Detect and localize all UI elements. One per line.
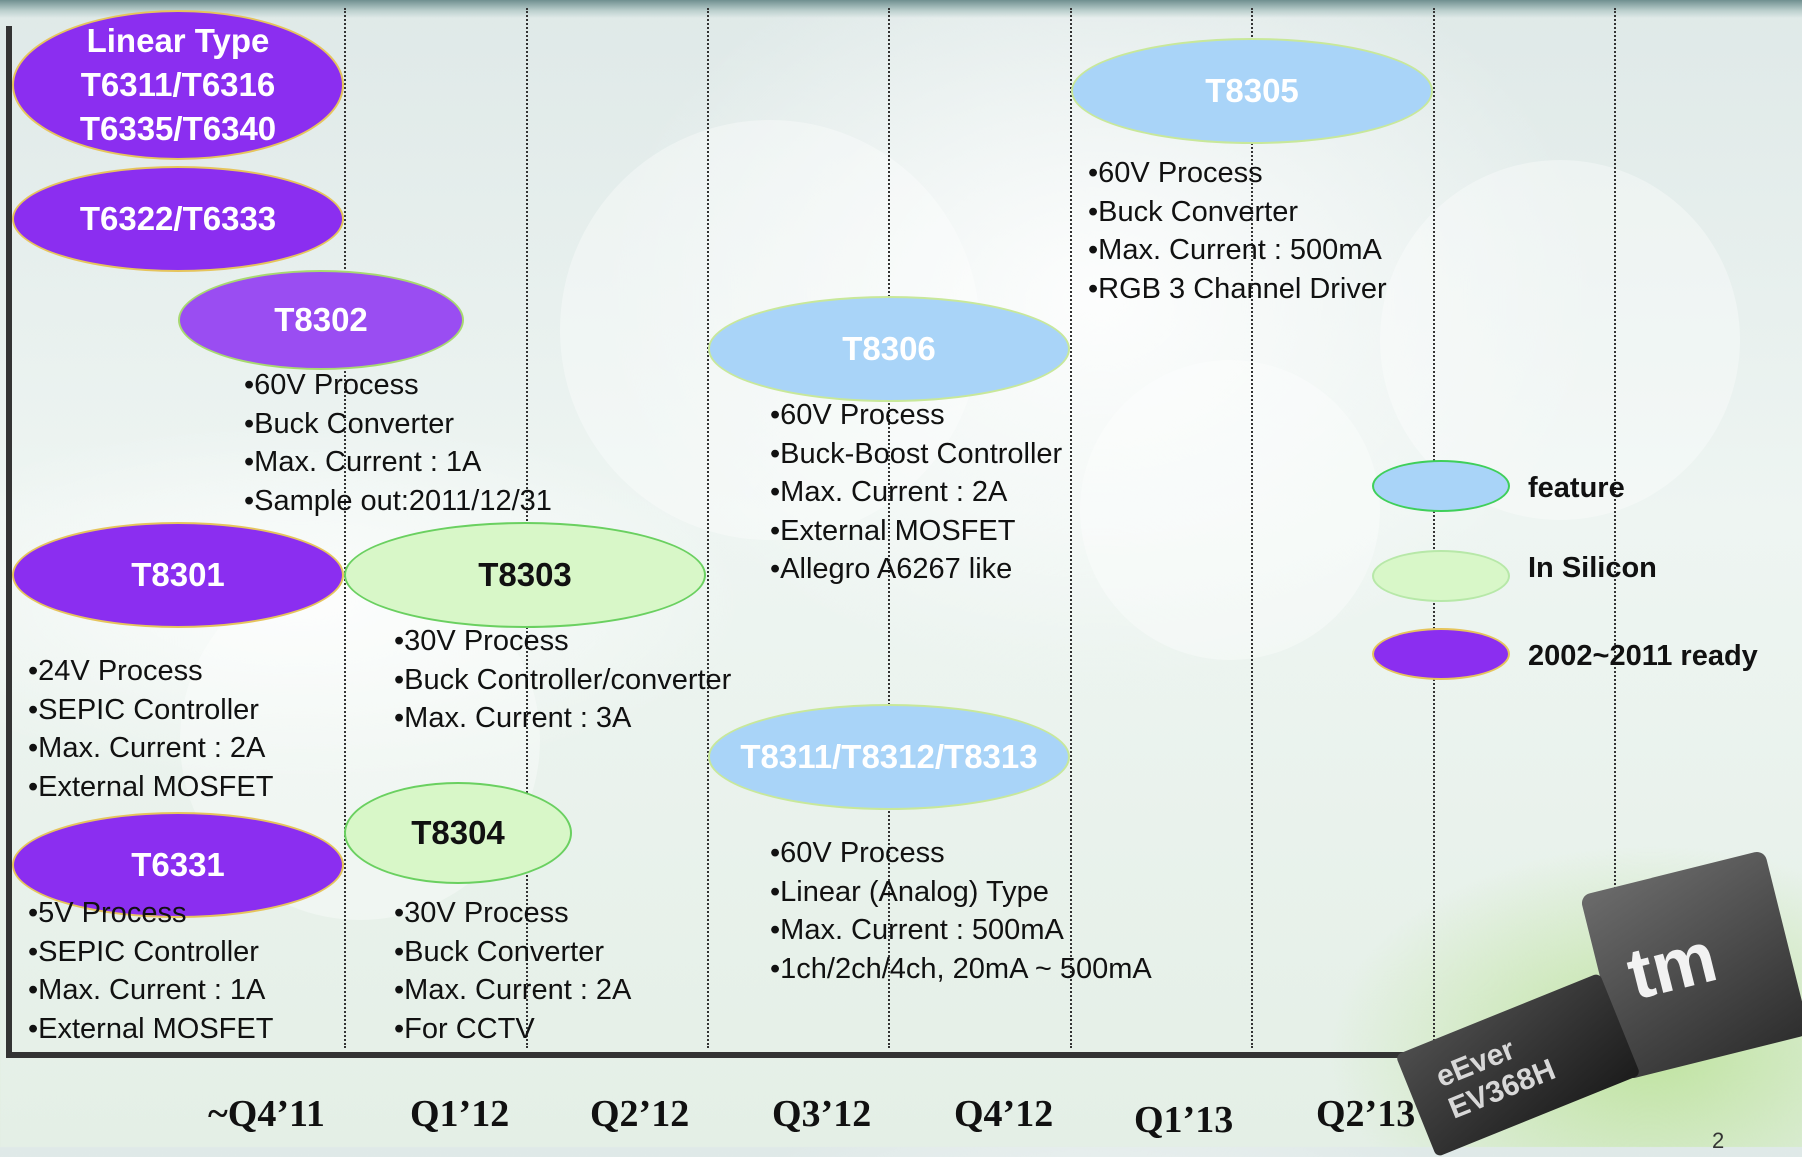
feature-item: Buck-Boost Controller (770, 435, 1062, 474)
background-bubble (1080, 360, 1380, 660)
quarter-label: Q4’12 (954, 1093, 1054, 1135)
feature-list-t8302: 60V Process Buck Converter Max. Current … (244, 366, 552, 520)
feature-item: Max. Current : 500mA (1088, 231, 1387, 270)
feature-item: 60V Process (244, 366, 552, 405)
quarter-label: ~Q4’11 (208, 1093, 325, 1135)
feature-list-t8303: 30V Process Buck Controller/converter Ma… (394, 622, 731, 738)
product-t8304: T8304 (344, 782, 572, 884)
feature-list-t8305: 60V Process Buck Converter Max. Current … (1088, 154, 1387, 308)
product-t8311-t8312-t8313: T8311/T8312/T8313 (708, 704, 1070, 810)
product-label: T8311/T8312/T8313 (740, 738, 1038, 775)
feature-item: Buck Converter (1088, 193, 1387, 232)
product-linear-type-line: T6311/T6316 (80, 66, 276, 103)
quarter-divider (1070, 8, 1072, 1048)
product-t8301: T8301 (12, 522, 344, 628)
quarter-divider (1251, 8, 1253, 1048)
feature-item: 30V Process (394, 894, 631, 933)
feature-list-t8301: 24V Process SEPIC Controller Max. Curren… (28, 652, 273, 806)
feature-item: 30V Process (394, 622, 731, 661)
feature-item: 60V Process (1088, 154, 1387, 193)
product-linear-type-line: T6335/T6340 (79, 110, 277, 147)
product-t8305: T8305 (1071, 38, 1433, 144)
tm-logo-text: tm (1619, 916, 1725, 1016)
quarter-label: Q1’12 (410, 1093, 510, 1135)
feature-item: External MOSFET (28, 768, 273, 807)
feature-item: 60V Process (770, 834, 1152, 873)
product-label: T8304 (411, 814, 505, 851)
product-label: T8305 (1205, 72, 1299, 109)
quarter-divider (1614, 8, 1616, 1048)
product-t8303: T8303 (344, 522, 706, 628)
feature-list-t8306: 60V Process Buck-Boost Controller Max. C… (770, 396, 1062, 589)
feature-item: Buck Converter (244, 405, 552, 444)
top-gradient-bar (0, 0, 1802, 18)
feature-item: For CCTV (394, 1010, 631, 1049)
feature-item: Linear (Analog) Type (770, 873, 1152, 912)
product-label: T8303 (478, 556, 572, 593)
legend-label-feature: feature (1528, 472, 1625, 504)
feature-item: Sample out:2011/12/31 (244, 482, 552, 521)
product-label: T8301 (131, 556, 225, 593)
feature-item: Buck Controller/converter (394, 661, 731, 700)
feature-list-t8304: 30V Process Buck Converter Max. Current … (394, 894, 631, 1048)
product-linear-type-line: Linear Type (86, 22, 270, 59)
legend-label-in-silicon: In Silicon (1528, 552, 1657, 584)
product-label: T6331 (131, 846, 225, 883)
quarter-divider (707, 8, 709, 1048)
feature-item: 60V Process (770, 396, 1062, 435)
feature-item: 24V Process (28, 652, 273, 691)
feature-item: 1ch/2ch/4ch, 20mA ~ 500mA (770, 950, 1152, 989)
feature-item: Max. Current : 2A (28, 729, 273, 768)
feature-item: SEPIC Controller (28, 933, 273, 972)
product-t8306: T8306 (708, 296, 1070, 402)
feature-item: 5V Process (28, 894, 273, 933)
page-number: 2 (1712, 1128, 1725, 1153)
product-t6322-t6333: T6322/T6333 (12, 166, 344, 272)
feature-item: Max. Current : 1A (244, 443, 552, 482)
quarter-label: Q2’13 (1316, 1093, 1416, 1135)
quarter-label: Q3’12 (772, 1093, 872, 1135)
feature-item: Max. Current : 3A (394, 699, 731, 738)
feature-list-t8311: 60V Process Linear (Analog) Type Max. Cu… (770, 834, 1152, 988)
quarter-label: Q1’13 (1134, 1099, 1234, 1141)
feature-item: Allegro A6267 like (770, 550, 1062, 589)
feature-item: Max. Current : 2A (394, 971, 631, 1010)
product-linear-type: Linear Type T6311/T6316 T6335/T6340 (12, 10, 344, 160)
feature-item: RGB 3 Channel Driver (1088, 270, 1387, 309)
vertical-axis (6, 26, 12, 1056)
feature-item: SEPIC Controller (28, 691, 273, 730)
feature-item: Max. Current : 2A (770, 473, 1062, 512)
legend-swatch-in-silicon (1372, 550, 1510, 602)
horizontal-axis (6, 1052, 1694, 1058)
quarter-divider (1433, 8, 1435, 1048)
product-label: T8306 (842, 330, 936, 367)
legend-swatch-ready (1372, 628, 1510, 680)
feature-item: Buck Converter (394, 933, 631, 972)
product-t8302: T8302 (178, 270, 464, 370)
feature-item: Max. Current : 1A (28, 971, 273, 1010)
quarter-divider (344, 8, 346, 1048)
quarter-label: Q2’12 (590, 1093, 690, 1135)
feature-item: External MOSFET (770, 512, 1062, 551)
legend-swatch-feature (1372, 460, 1510, 512)
feature-item: External MOSFET (28, 1010, 273, 1049)
feature-list-t6331: 5V Process SEPIC Controller Max. Current… (28, 894, 273, 1048)
product-label: T8302 (274, 301, 368, 338)
product-label: T6322/T6333 (79, 200, 277, 237)
feature-item: Max. Current : 500mA (770, 911, 1152, 950)
legend-label-ready: 2002~2011 ready (1528, 640, 1758, 672)
